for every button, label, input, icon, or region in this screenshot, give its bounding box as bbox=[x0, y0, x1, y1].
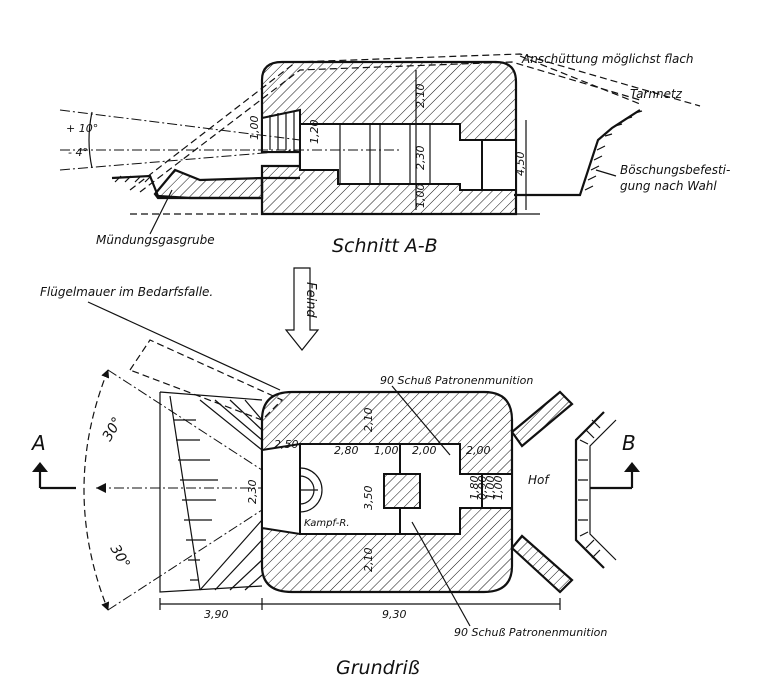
embrasure-steps bbox=[269, 111, 295, 150]
marker-a bbox=[38, 472, 76, 490]
ground-right bbox=[514, 109, 641, 197]
dim-roof: 2,10 bbox=[414, 84, 427, 109]
sector-arc bbox=[83, 369, 110, 611]
plan-title: Grundriß bbox=[336, 657, 420, 679]
leader-ammo-bottom bbox=[411, 521, 471, 627]
dim-left-len: 3,90 bbox=[204, 608, 229, 621]
dim-line-bottom bbox=[159, 598, 561, 610]
dim-wall-bottom: 2,10 bbox=[362, 548, 375, 573]
ammo-room bbox=[399, 443, 483, 535]
label-yard: Hof bbox=[528, 473, 550, 487]
entrance-wall-inner bbox=[589, 419, 617, 561]
label-slope-2: gung nach Wahl bbox=[620, 179, 717, 193]
section-view: Anschüttung möglichst flach Tarnnetz Bös… bbox=[59, 52, 730, 257]
marker-b bbox=[590, 472, 634, 490]
entrance-wall-ticks bbox=[578, 419, 601, 559]
label-wing-wall: Flügelmauer im Bedarfsfalle. bbox=[40, 285, 213, 299]
leader-wing-wall bbox=[87, 301, 281, 391]
gun-position-inner bbox=[299, 475, 318, 505]
ground-hatch-right bbox=[584, 110, 643, 191]
earth-cover-2 bbox=[139, 61, 641, 193]
axis-down bbox=[107, 509, 263, 611]
rear-door bbox=[481, 473, 513, 509]
axis-arrowhead bbox=[96, 483, 106, 493]
leader-ammo-top bbox=[391, 385, 451, 456]
plan-view: Feind Flügelmauer im Bedarfsfalle. 30° 3… bbox=[30, 267, 640, 679]
dim-room-depth: 3,50 bbox=[362, 486, 375, 511]
dim-total-height: 4,50 bbox=[514, 152, 527, 177]
label-angle-down: - 4° bbox=[68, 146, 88, 159]
fan-rays bbox=[199, 399, 263, 591]
label-angle-up: + 10° bbox=[66, 122, 98, 135]
earth-cover bbox=[129, 53, 701, 191]
dim-emb-2: 1,20 bbox=[308, 120, 321, 145]
label-fill-note: Anschüttung möglichst flach bbox=[521, 52, 694, 66]
dim-floor: 1,00 bbox=[414, 184, 427, 209]
label-angle-right: 30° bbox=[107, 542, 133, 572]
muzzle-pit bbox=[153, 168, 264, 200]
label-ammo-bottom: 90 Schuß Patronenmunition bbox=[454, 626, 607, 639]
dim-w2: 2,00 bbox=[412, 444, 437, 457]
fire-line-1 bbox=[59, 109, 301, 141]
gun-position bbox=[299, 467, 323, 513]
dim-room-height: 2,30 bbox=[414, 146, 427, 171]
dim-wall-side: 1,00 bbox=[374, 444, 399, 457]
label-fighting-room: Kampf-R. bbox=[304, 518, 350, 529]
enemy-arrow bbox=[284, 267, 320, 351]
entrance-wall bbox=[574, 411, 605, 569]
dim-w3: 2,00 bbox=[466, 444, 491, 457]
fan-wedge bbox=[169, 395, 201, 591]
yard-wall-top bbox=[510, 390, 574, 448]
dim-small-4: 1,00 bbox=[492, 476, 505, 501]
dim-emb-depth: 2,30 bbox=[246, 480, 259, 505]
dim-wall-top: 2,10 bbox=[362, 408, 375, 433]
room-section-lines bbox=[339, 124, 431, 184]
section-title: Schnitt A-B bbox=[332, 235, 438, 257]
dim-emb-1: 1,00 bbox=[248, 116, 261, 141]
ground-hatch-left bbox=[114, 175, 152, 183]
label-angle-left: 30° bbox=[100, 414, 126, 444]
label-slope: Böschungsbefesti- bbox=[620, 163, 730, 177]
label-ammo-top: 90 Schuß Patronenmunition bbox=[380, 374, 533, 387]
embrasure-notch bbox=[261, 442, 301, 536]
dim-right-len: 9,30 bbox=[382, 608, 407, 621]
angle-arc bbox=[88, 111, 93, 169]
fire-line-3 bbox=[59, 149, 301, 171]
label-enemy: Feind bbox=[303, 282, 318, 318]
dim-small-2: 0,90 bbox=[476, 476, 489, 501]
dim-small-3: 1,00 bbox=[484, 476, 497, 501]
room-section bbox=[299, 123, 483, 191]
label-marker-b: B bbox=[622, 431, 636, 455]
label-camouflage: Tarnnetz bbox=[630, 87, 683, 101]
label-muzzle-pit: Mündungsgasgrube bbox=[96, 233, 215, 247]
label-marker-a: A bbox=[30, 431, 46, 455]
dim-w1: 2,80 bbox=[334, 444, 359, 457]
dim-small-1: 1,80 bbox=[468, 476, 481, 501]
rear-opening bbox=[481, 139, 517, 191]
marker-b-arrow bbox=[624, 462, 640, 472]
yard-wall-bottom bbox=[510, 534, 574, 594]
embrasure-fan bbox=[159, 391, 263, 593]
axis-up bbox=[107, 369, 263, 471]
fan-steps bbox=[174, 419, 218, 581]
dim-wall-top-left: 2,50 bbox=[274, 438, 299, 451]
leader-slope bbox=[595, 169, 617, 177]
bunker-plan-body bbox=[260, 390, 514, 594]
dim-line-vertical bbox=[415, 70, 527, 210]
leader-muzzle-pit bbox=[149, 189, 173, 235]
marker-a-arrow bbox=[32, 462, 48, 472]
